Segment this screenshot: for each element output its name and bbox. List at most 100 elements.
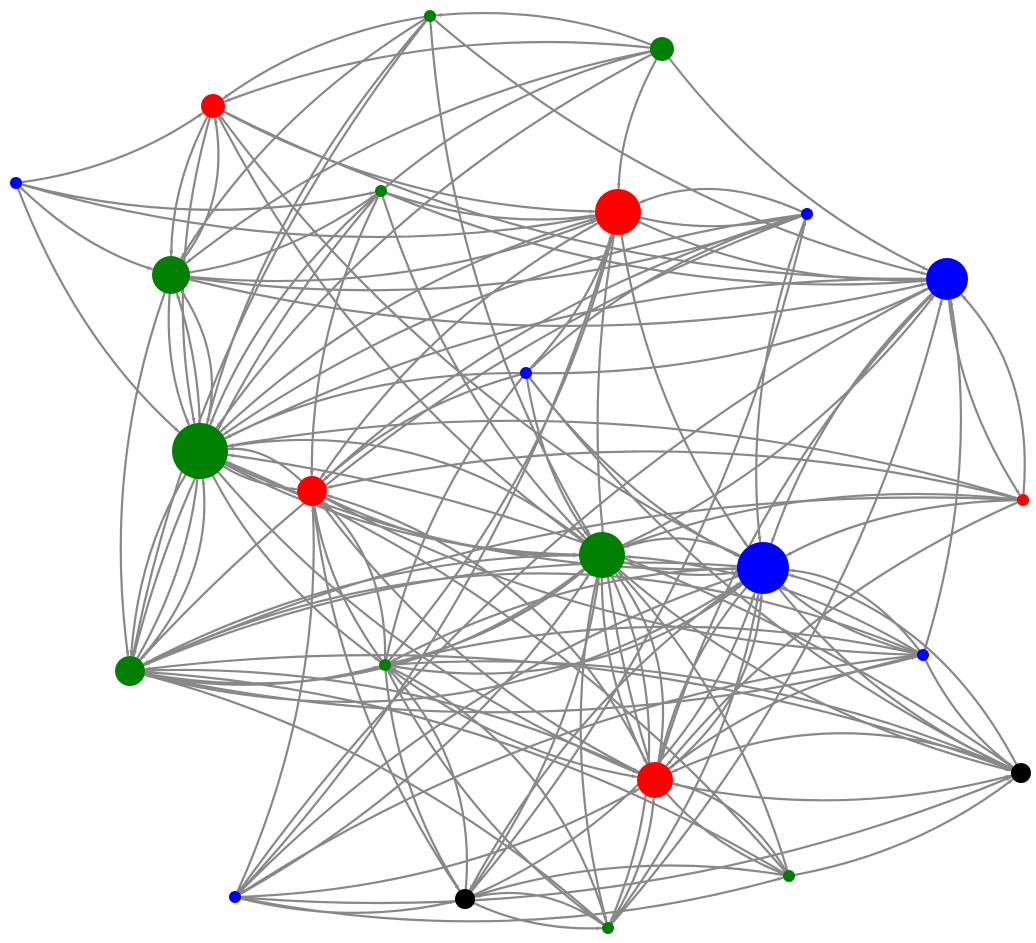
edge-n11-n17 (211, 474, 381, 662)
edge-n18-n15 (788, 568, 921, 652)
edge-n18-n19 (668, 655, 919, 770)
edge-n20-n15 (788, 573, 1018, 766)
node-n11-green (172, 423, 228, 479)
edge-n05-n16 (132, 194, 379, 657)
edge-n04-n08 (19, 186, 153, 271)
edge-n20-n19 (671, 732, 1013, 774)
edge-n07-n06 (639, 187, 803, 213)
edge-n22-n07 (470, 219, 807, 893)
node-n24-green (602, 922, 614, 934)
edge-n15-n14 (623, 537, 742, 557)
node-n01-green (424, 10, 436, 22)
edge-n12-n17 (313, 504, 382, 661)
edge-n06-n19 (596, 233, 651, 763)
edge-n14-n09 (621, 295, 935, 547)
edge-n18-n20 (924, 659, 1014, 768)
edge-n10-n12 (322, 373, 522, 482)
edge-n21-n14 (617, 571, 789, 872)
edge-n04-n05 (20, 183, 376, 211)
edge-n02-n11 (215, 53, 653, 429)
node-n15-blue (737, 542, 789, 594)
edges-layer (17, 11, 1026, 931)
edge-n11-n08 (180, 290, 213, 425)
edge-n08-n11 (167, 292, 190, 426)
edge-n21-n20 (793, 778, 1014, 876)
node-n22-black (455, 889, 475, 909)
node-n04-blue (10, 177, 22, 189)
edge-n05-n11 (209, 193, 378, 426)
node-n10-blue (520, 367, 532, 379)
edge-n20-n17 (390, 660, 1013, 771)
edge-n07-n16 (139, 215, 803, 661)
node-n12-red (297, 476, 327, 506)
edge-n23-n19 (239, 788, 640, 898)
edge-n07-n12 (322, 214, 803, 482)
edge-n02-n05 (385, 50, 652, 188)
edge-n22-n17 (388, 669, 469, 891)
edge-n17-n12 (322, 500, 387, 661)
edge-n20-n16 (144, 654, 1013, 771)
edge-n23-n22 (239, 897, 456, 914)
edge-n23-n06 (238, 234, 613, 894)
edge-n12-n11 (227, 446, 303, 482)
edge-n06-n12 (319, 222, 599, 479)
edge-n17-n24 (386, 669, 604, 925)
edge-n02-n03 (224, 40, 652, 103)
edge-n23-n20 (239, 776, 1012, 905)
edge-n03-n15 (219, 114, 740, 557)
edge-n08-n05 (188, 193, 377, 274)
edge-n14-n11 (227, 438, 585, 542)
edge-n16-n18 (143, 655, 918, 714)
edge-n17-n06 (387, 234, 614, 662)
edge-n16-n08 (136, 292, 201, 660)
edge-n09-n19 (659, 293, 934, 763)
node-n03-red (201, 94, 225, 118)
node-n14-green (579, 532, 625, 578)
edge-n18-n23 (239, 654, 919, 895)
node-n19-red (637, 762, 673, 798)
edge-n24-n14 (609, 575, 651, 924)
edge-n19-n14 (615, 573, 665, 764)
node-n17-green (379, 659, 391, 671)
edge-n01-n03 (222, 15, 426, 100)
edge-n04-n11 (17, 187, 180, 433)
edge-n02-n08 (185, 50, 652, 264)
edge-n01-n14 (429, 20, 591, 536)
node-n16-green (115, 656, 145, 686)
edge-n05-n06 (385, 191, 596, 221)
edge-n03-n08 (169, 115, 209, 257)
node-n20-black (1011, 763, 1031, 783)
edge-n12-n18 (324, 497, 918, 657)
edge-n10-n09 (530, 287, 929, 375)
edge-n09-n23 (238, 287, 930, 893)
edge-n01-n11 (206, 19, 428, 424)
edge-n13-n09 (960, 294, 1026, 496)
edge-n09-n13 (947, 298, 1021, 496)
edge-n09-n11 (224, 277, 928, 440)
edge-n18-n09 (923, 299, 963, 651)
edge-n02-n06 (616, 58, 658, 190)
edge-n04-n06 (20, 183, 596, 239)
edge-n13-n12 (326, 450, 1019, 500)
edge-n20-n11 (227, 453, 1014, 769)
nodes-layer (10, 10, 1031, 934)
edge-n06-n11 (220, 217, 597, 433)
edge-n21-n22 (474, 864, 785, 897)
edge-n17-n22 (384, 669, 461, 891)
edge-n11-n14 (223, 463, 580, 557)
edge-n15-n17 (390, 567, 739, 663)
edge-n18-n16 (143, 572, 919, 666)
edge-n01-n09 (433, 18, 927, 275)
edge-n10-n20 (528, 376, 1013, 770)
edge-n03-n14 (217, 115, 584, 543)
node-n23-blue (229, 891, 241, 903)
edge-n18-n17 (390, 625, 919, 665)
node-n09-blue (926, 258, 968, 300)
node-n08-green (152, 256, 190, 294)
edge-n15-n20 (777, 587, 1013, 770)
edge-n11-n16 (129, 473, 187, 657)
edge-n10-n15 (528, 376, 740, 558)
node-n13-red (1017, 494, 1029, 506)
edge-n23-n12 (236, 505, 316, 893)
